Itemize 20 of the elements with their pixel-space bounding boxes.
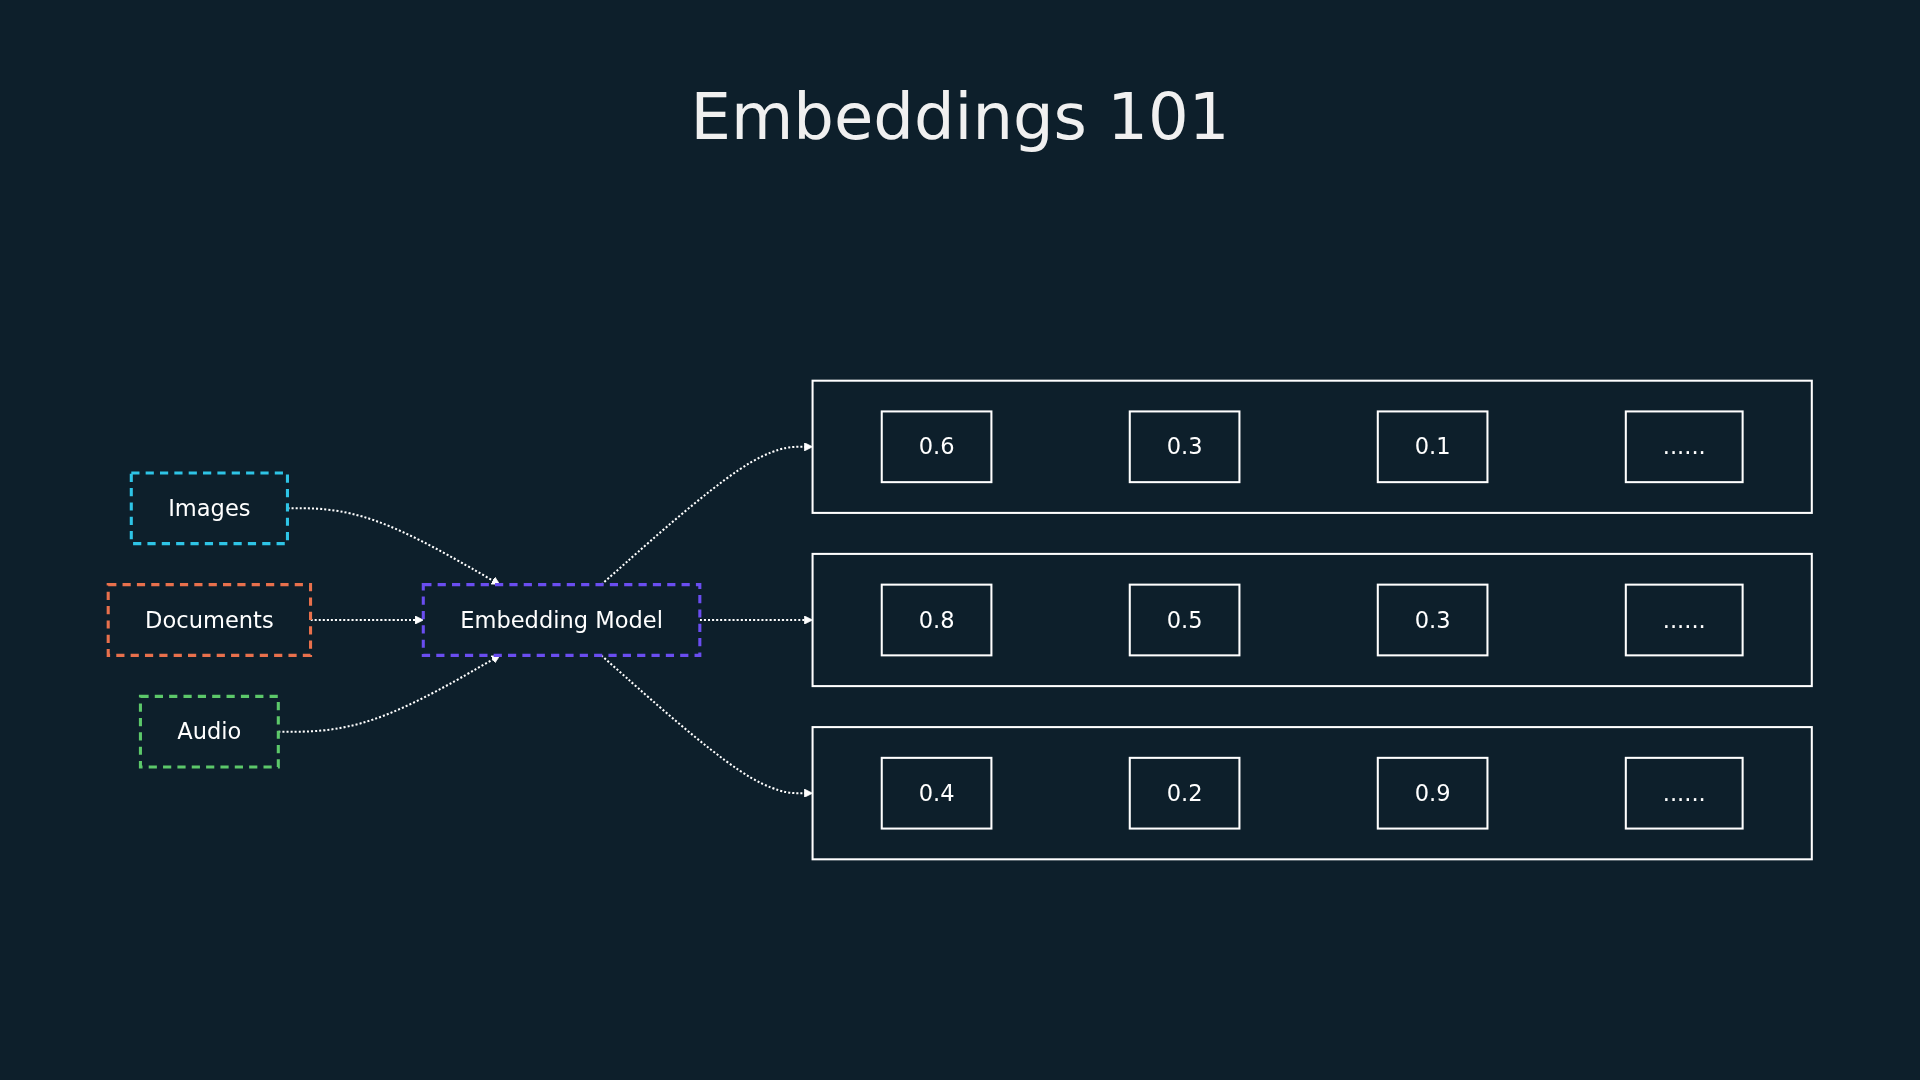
cluster (811, 552, 1813, 688)
node-box: ...... (1624, 583, 1744, 657)
diagram-title: Embeddings 101 (690, 80, 1230, 154)
node-box: Documents (106, 583, 313, 657)
node-box: 0.3 (1128, 410, 1241, 484)
node-box: 0.8 (880, 583, 993, 657)
node-box: 0.9 (1376, 756, 1489, 830)
node-box: 0.6 (880, 410, 993, 484)
node-box: 0.3 (1376, 583, 1489, 657)
node-box: 0.2 (1128, 756, 1241, 830)
cluster (811, 726, 1813, 861)
node-box: 0.5 (1128, 583, 1241, 657)
node-box: Images (129, 471, 289, 546)
node-box: ...... (1624, 756, 1744, 830)
node-box: Audio (138, 694, 280, 769)
node-box: 0.4 (880, 756, 993, 830)
node-box: Embedding Model (421, 583, 702, 657)
node-box: ...... (1624, 410, 1744, 484)
cluster (811, 379, 1813, 514)
node-box: 0.1 (1376, 410, 1489, 484)
